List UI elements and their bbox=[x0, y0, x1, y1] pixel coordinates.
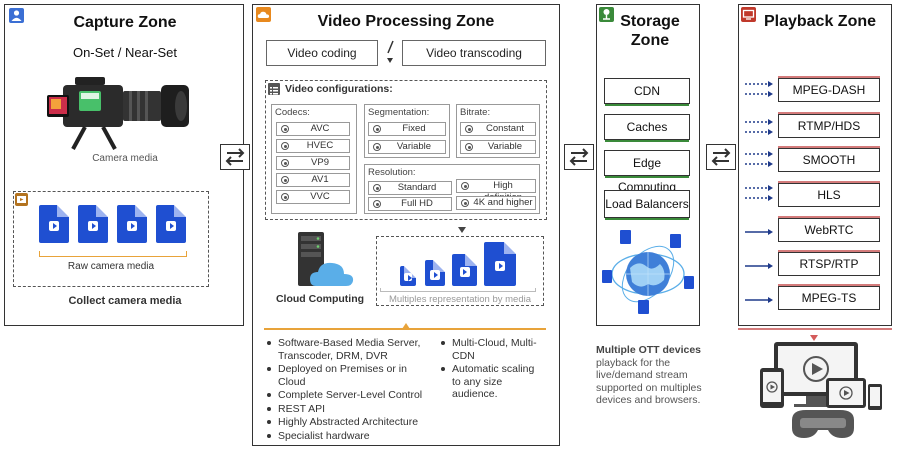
bitrate-option[interactable]: Variable bbox=[460, 140, 536, 154]
codec-option[interactable]: AVC bbox=[276, 122, 350, 136]
exchange-icon bbox=[706, 144, 736, 170]
protocol-webrtc: WebRTC bbox=[778, 216, 880, 242]
protocol-rtmp-hds: RTMP/HDS bbox=[778, 112, 880, 138]
protocol-hls: HLS bbox=[778, 181, 880, 207]
media-file-icon bbox=[425, 260, 445, 286]
multiples-label: Multiples representation by media bbox=[388, 294, 532, 305]
processing-features-left: Software-Based Media Server, Transcoder,… bbox=[266, 337, 434, 443]
list-icon bbox=[268, 83, 280, 95]
storage-item-edge-computing: Edge Computing bbox=[604, 150, 690, 194]
media-folder-icon bbox=[15, 193, 28, 206]
raw-media-file-icon bbox=[117, 205, 147, 243]
arrow-down-icon bbox=[808, 330, 820, 341]
playback-zone-title: Playback Zone bbox=[763, 13, 877, 30]
dotted-arrow-icon bbox=[744, 184, 774, 204]
codec-option[interactable]: VVC bbox=[276, 190, 350, 204]
capture-zone-title: Capture Zone bbox=[73, 14, 177, 31]
protocol-rtsp-rtp: RTSP/RTP bbox=[778, 250, 880, 276]
bitrate-option[interactable]: Constant bbox=[460, 122, 536, 136]
feature-item: Deployed on Premises or in Cloud bbox=[266, 363, 434, 388]
cloud-computing-icon bbox=[288, 230, 358, 290]
multiples-bracket bbox=[380, 288, 536, 292]
capture-zone: Capture Zone On-Set / Near-Set Camera me… bbox=[4, 4, 244, 326]
raw-media-bracket bbox=[39, 251, 187, 257]
codecs-title: Codecs: bbox=[275, 107, 310, 118]
storage-item-caches: Caches bbox=[604, 114, 690, 142]
solid-arrow-icon bbox=[744, 292, 774, 303]
media-file-icon bbox=[452, 254, 477, 286]
dotted-arrow-icon bbox=[744, 80, 774, 100]
codec-option[interactable]: AV1 bbox=[276, 173, 350, 187]
feature-item: Specialist hardware bbox=[266, 430, 434, 443]
segmentation-title: Segmentation: bbox=[368, 107, 430, 118]
user-icon bbox=[9, 8, 24, 23]
globe-network-icon bbox=[600, 226, 696, 318]
capture-footer: Collect camera media bbox=[68, 295, 182, 307]
feature-item: REST API bbox=[266, 403, 434, 416]
resolution-option[interactable]: 4K and higher bbox=[456, 196, 536, 210]
feature-item: Automatic scaling to any size audience. bbox=[440, 363, 544, 401]
dotted-arrow-icon bbox=[744, 150, 774, 170]
monitor-icon bbox=[741, 7, 756, 22]
codec-option[interactable]: HVEC bbox=[276, 139, 350, 153]
feature-item: Highly Abstracted Architecture bbox=[266, 416, 434, 429]
codec-option[interactable]: VP9 bbox=[276, 156, 350, 170]
ott-devices-desc: playback for the live/demand stream supp… bbox=[596, 356, 702, 407]
camera-icon bbox=[45, 73, 195, 153]
processing-zone bbox=[252, 4, 560, 446]
arrow-down-icon bbox=[456, 222, 468, 233]
media-file-icon bbox=[400, 266, 416, 286]
ott-devices-text: Multiple OTT devices playback for the li… bbox=[596, 344, 722, 407]
slash-divider bbox=[384, 38, 396, 68]
dotted-arrow-icon bbox=[744, 118, 774, 138]
resolution-title: Resolution: bbox=[368, 167, 416, 178]
cloud-icon bbox=[256, 7, 271, 22]
raw-media-label: Raw camera media bbox=[67, 261, 155, 272]
solid-arrow-icon bbox=[744, 258, 774, 269]
raw-media-box bbox=[13, 191, 209, 287]
raw-media-file-icon bbox=[156, 205, 186, 243]
exchange-icon bbox=[564, 144, 594, 170]
feature-item: Complete Server-Level Control bbox=[266, 389, 434, 402]
storage-item-load-balancers: Load Balancers bbox=[604, 190, 690, 220]
solid-arrow-icon bbox=[744, 224, 774, 235]
video-configurations-box bbox=[265, 80, 547, 220]
storage-item-cdn: CDN bbox=[604, 78, 690, 106]
video-coding-box: Video coding bbox=[266, 40, 378, 66]
raw-media-file-icon bbox=[78, 205, 108, 243]
resolution-option[interactable]: Standard bbox=[368, 181, 452, 195]
media-file-icon bbox=[484, 242, 516, 286]
segmentation-option[interactable]: Fixed bbox=[368, 122, 446, 136]
feature-item: Software-Based Media Server, Transcoder,… bbox=[266, 337, 434, 362]
tree-network-icon bbox=[599, 7, 614, 22]
processing-zone-title: Video Processing Zone bbox=[317, 13, 495, 30]
exchange-icon bbox=[220, 144, 250, 170]
playback-divider bbox=[738, 328, 892, 330]
capture-subtitle: On-Set / Near-Set bbox=[72, 45, 178, 60]
video-transcoding-box: Video transcoding bbox=[402, 40, 546, 66]
protocol-mpeg-dash: MPEG-DASH bbox=[778, 76, 880, 102]
raw-media-file-icon bbox=[39, 205, 69, 243]
storage-zone-title: Storage Zone bbox=[620, 13, 680, 49]
resolution-option[interactable]: Full HD bbox=[368, 197, 452, 211]
resolution-option[interactable]: High definition bbox=[456, 179, 536, 203]
segmentation-option[interactable]: Variable bbox=[368, 140, 446, 154]
processing-features-right: Multi-Cloud, Multi-CDN Automatic scaling… bbox=[440, 337, 544, 402]
ott-devices-bold: Multiple OTT devices bbox=[596, 344, 702, 356]
protocol-smooth: SMOOTH bbox=[778, 146, 880, 172]
multiples-representation-box bbox=[376, 236, 544, 306]
video-configurations-title: Video configurations: bbox=[285, 83, 393, 95]
devices-icon bbox=[756, 340, 892, 446]
camera-media-label: Camera media bbox=[92, 153, 158, 164]
protocol-mpeg-ts: MPEG-TS bbox=[778, 284, 880, 310]
arrow-up-icon bbox=[400, 318, 412, 329]
bitrate-title: Bitrate: bbox=[460, 107, 491, 118]
cloud-computing-label: Cloud Computing bbox=[275, 293, 365, 305]
divider-line bbox=[264, 328, 546, 330]
feature-item: Multi-Cloud, Multi-CDN bbox=[440, 337, 544, 362]
